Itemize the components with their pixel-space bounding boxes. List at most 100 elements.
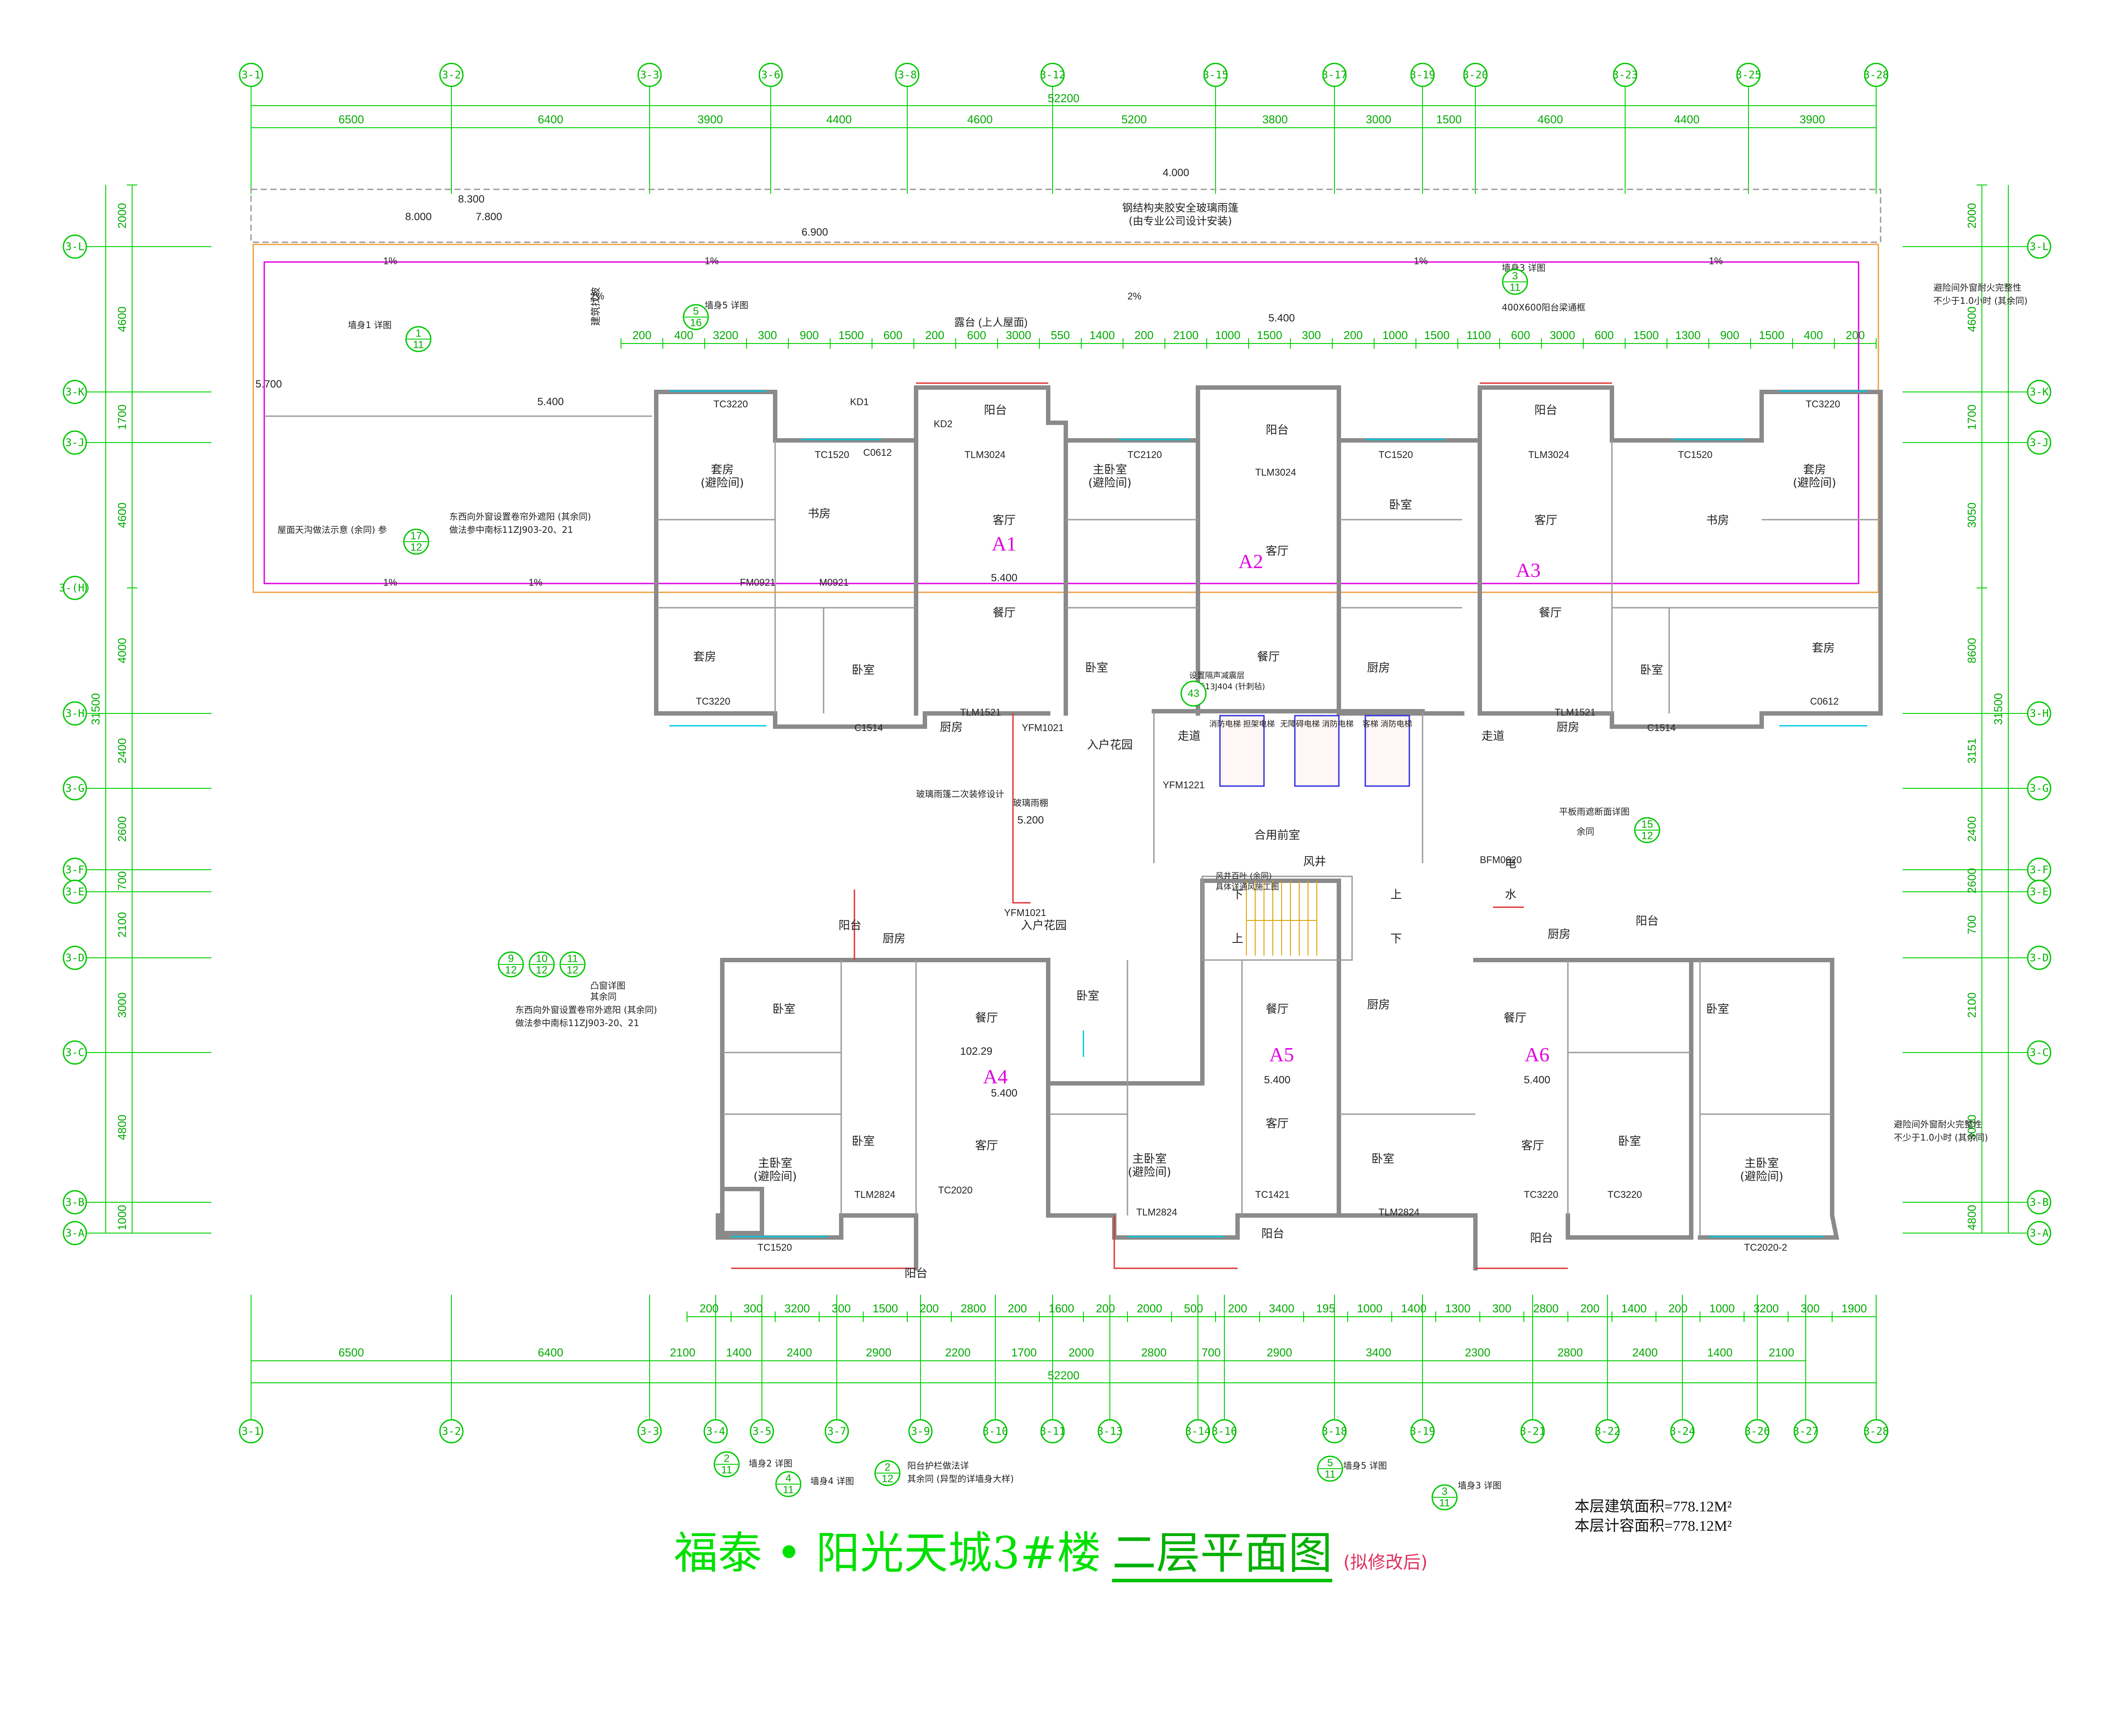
top-bays-text: 4600	[967, 113, 993, 126]
right-dims-text: 700	[1965, 915, 1978, 934]
room-entry-garden: 入户花园	[1087, 739, 1133, 752]
top-detail-text: 550	[1051, 329, 1070, 342]
top-detail-text: 400	[674, 329, 693, 342]
stair-up: 上	[1390, 888, 1402, 901]
right-dims-text: 2000	[1965, 203, 1978, 229]
axis-top-3-25: 3-25	[1736, 63, 1761, 87]
axis-bottom-3-10-label: 3-10	[983, 1425, 1008, 1437]
left-dims-text: 2000	[115, 203, 129, 229]
detail-sheet: 12	[505, 964, 517, 976]
detail-callouts: 1115161712311912101211121512432114112125…	[403, 269, 1660, 1511]
note-wall2: 墙身2 详图	[749, 1458, 792, 1469]
detail-number: 5	[1327, 1457, 1333, 1469]
axis-top-3-15: 3-15	[1203, 63, 1228, 87]
detail-number: 17	[410, 530, 422, 542]
slope-finish: 建筑找坡	[590, 287, 601, 326]
elevator-3	[1364, 715, 1410, 787]
note-wall1: 墙身1 详图	[348, 320, 392, 330]
bottom-bays-text: 2100	[670, 1346, 695, 1359]
depth-text-left: 31500	[89, 693, 102, 725]
top-bays-text: 4400	[826, 113, 852, 126]
right-dims-text: 2400	[1965, 816, 1978, 842]
detail-sheet: 11	[783, 1484, 794, 1496]
axis-top-3-8: 3-8	[895, 63, 920, 87]
axis-top-3-20-label: 3-20	[1463, 69, 1488, 81]
right-dims-text: 3151	[1965, 738, 1978, 764]
axis-bottom-3-3-label: 3-3	[640, 1425, 659, 1437]
axis-bottom-3-3: 3-3	[637, 1419, 662, 1444]
bottom-detail-text: 200	[1228, 1302, 1247, 1315]
unit-label-a1: A1	[992, 532, 1016, 555]
room-suite: 套房	[711, 463, 734, 476]
axis-left-3-A-label: 3-A	[65, 1227, 85, 1239]
bottom-detail-text: 200	[699, 1302, 718, 1315]
axis-left-3-B-label: 3-B	[65, 1196, 84, 1208]
axis-bottom-3-2: 3-2	[439, 1419, 464, 1444]
room-balcony: 阳台	[984, 404, 1007, 417]
right-dims-text: 4600	[1965, 307, 1978, 332]
slope-2pct: 2%	[1127, 291, 1142, 302]
room-balcony: 阳台	[1261, 1227, 1284, 1241]
axis-left-3-K: 3-K	[63, 380, 87, 404]
room-living: 客厅	[1266, 1117, 1289, 1130]
detail-callout: 212	[874, 1460, 901, 1486]
elevation-5400: 5.400	[1264, 1074, 1290, 1086]
axis-left-3-H-label: 3-H	[65, 707, 84, 720]
balcony-rails	[731, 382, 1612, 1269]
elevation-102-29: 102.29	[960, 1045, 992, 1057]
detail-callout: 516	[683, 304, 709, 330]
room-electric: 电	[1505, 857, 1516, 871]
axis-left-3-H: 3-H	[63, 701, 87, 726]
bottom-bays-text: 2800	[1557, 1346, 1583, 1359]
axis-bottom-3-14: 3-14	[1185, 1419, 1211, 1444]
room-kitchen: 厨房	[883, 932, 905, 946]
window-tag: TC1520	[758, 1242, 792, 1253]
detail-callout: 111	[405, 326, 432, 352]
axis-top-3-17: 3-17	[1322, 63, 1347, 87]
detail-sheet: 12	[1641, 830, 1653, 842]
axis-top-3-2-label: 3-2	[442, 69, 461, 81]
detail-number: 43	[1188, 688, 1200, 700]
room-corridor: 走道	[1482, 730, 1504, 743]
window-tag: TLM3024	[965, 449, 1005, 460]
note-glass-rain: 玻璃雨棚	[1013, 798, 1048, 808]
axis-right-3-F: 3-F	[2027, 857, 2051, 882]
elevation-5400: 5.400	[1524, 1074, 1550, 1086]
axis-right-3-J-label: 3-J	[2029, 436, 2048, 449]
top-detail-text: 600	[967, 329, 986, 342]
right-axis-bubbles: 3-L3-K3-J3-H3-G3-F3-E3-D3-C3-B3-A	[1903, 234, 2051, 1245]
top-detail-text: 300	[1302, 329, 1321, 342]
detail-sheet: 11	[721, 1464, 732, 1476]
bottom-detail-text: 2800	[961, 1302, 986, 1315]
top-detail-text: 200	[632, 329, 651, 342]
right-dims-text: 1700	[1965, 405, 1978, 430]
door-tag: YFM1021	[1004, 907, 1046, 918]
elevation-7800: 7.800	[476, 211, 502, 223]
note-east-west2: 做法参中南标11ZJ903-20、21	[449, 524, 573, 535]
axis-left-3-K-label: 3-K	[65, 386, 85, 398]
axis-bottom-3-22: 3-22	[1595, 1419, 1620, 1444]
elevator-2	[1294, 715, 1340, 787]
bottom-bays-text: 1400	[1707, 1346, 1733, 1359]
detail-number: 3	[1512, 270, 1518, 282]
top-detail-text: 200	[1846, 329, 1865, 342]
note-balcony-rail2: 其余同 (异型的详墙身大样)	[907, 1474, 1014, 1484]
room-living: 客厅	[993, 514, 1016, 527]
canopy-width: 4.000	[1163, 167, 1189, 179]
note-col: 400X600阳台梁通框	[1502, 302, 1586, 313]
bottom-bays-text: 2100	[1769, 1346, 1794, 1359]
axis-left-3-C-label: 3-C	[65, 1046, 84, 1059]
detail-number: 10	[536, 953, 548, 965]
axis-left-3-J: 3-J	[63, 430, 87, 455]
bottom-detail-text: 1000	[1709, 1302, 1735, 1315]
detail-callout: 411	[775, 1471, 802, 1497]
axis-right-3-C: 3-C	[2027, 1040, 2051, 1065]
bottom-detail-text: 300	[832, 1302, 850, 1315]
window-tag: TC2120	[1127, 449, 1162, 460]
top-detail-text: 3200	[713, 329, 739, 342]
room-refuge: (避险间)	[701, 476, 744, 490]
right-dims-text: 3000	[1965, 1115, 1978, 1140]
room-master: 主卧室	[1744, 1157, 1779, 1170]
axis-bottom-3-22-label: 3-22	[1595, 1425, 1620, 1437]
axis-top-3-6-label: 3-6	[761, 69, 780, 81]
